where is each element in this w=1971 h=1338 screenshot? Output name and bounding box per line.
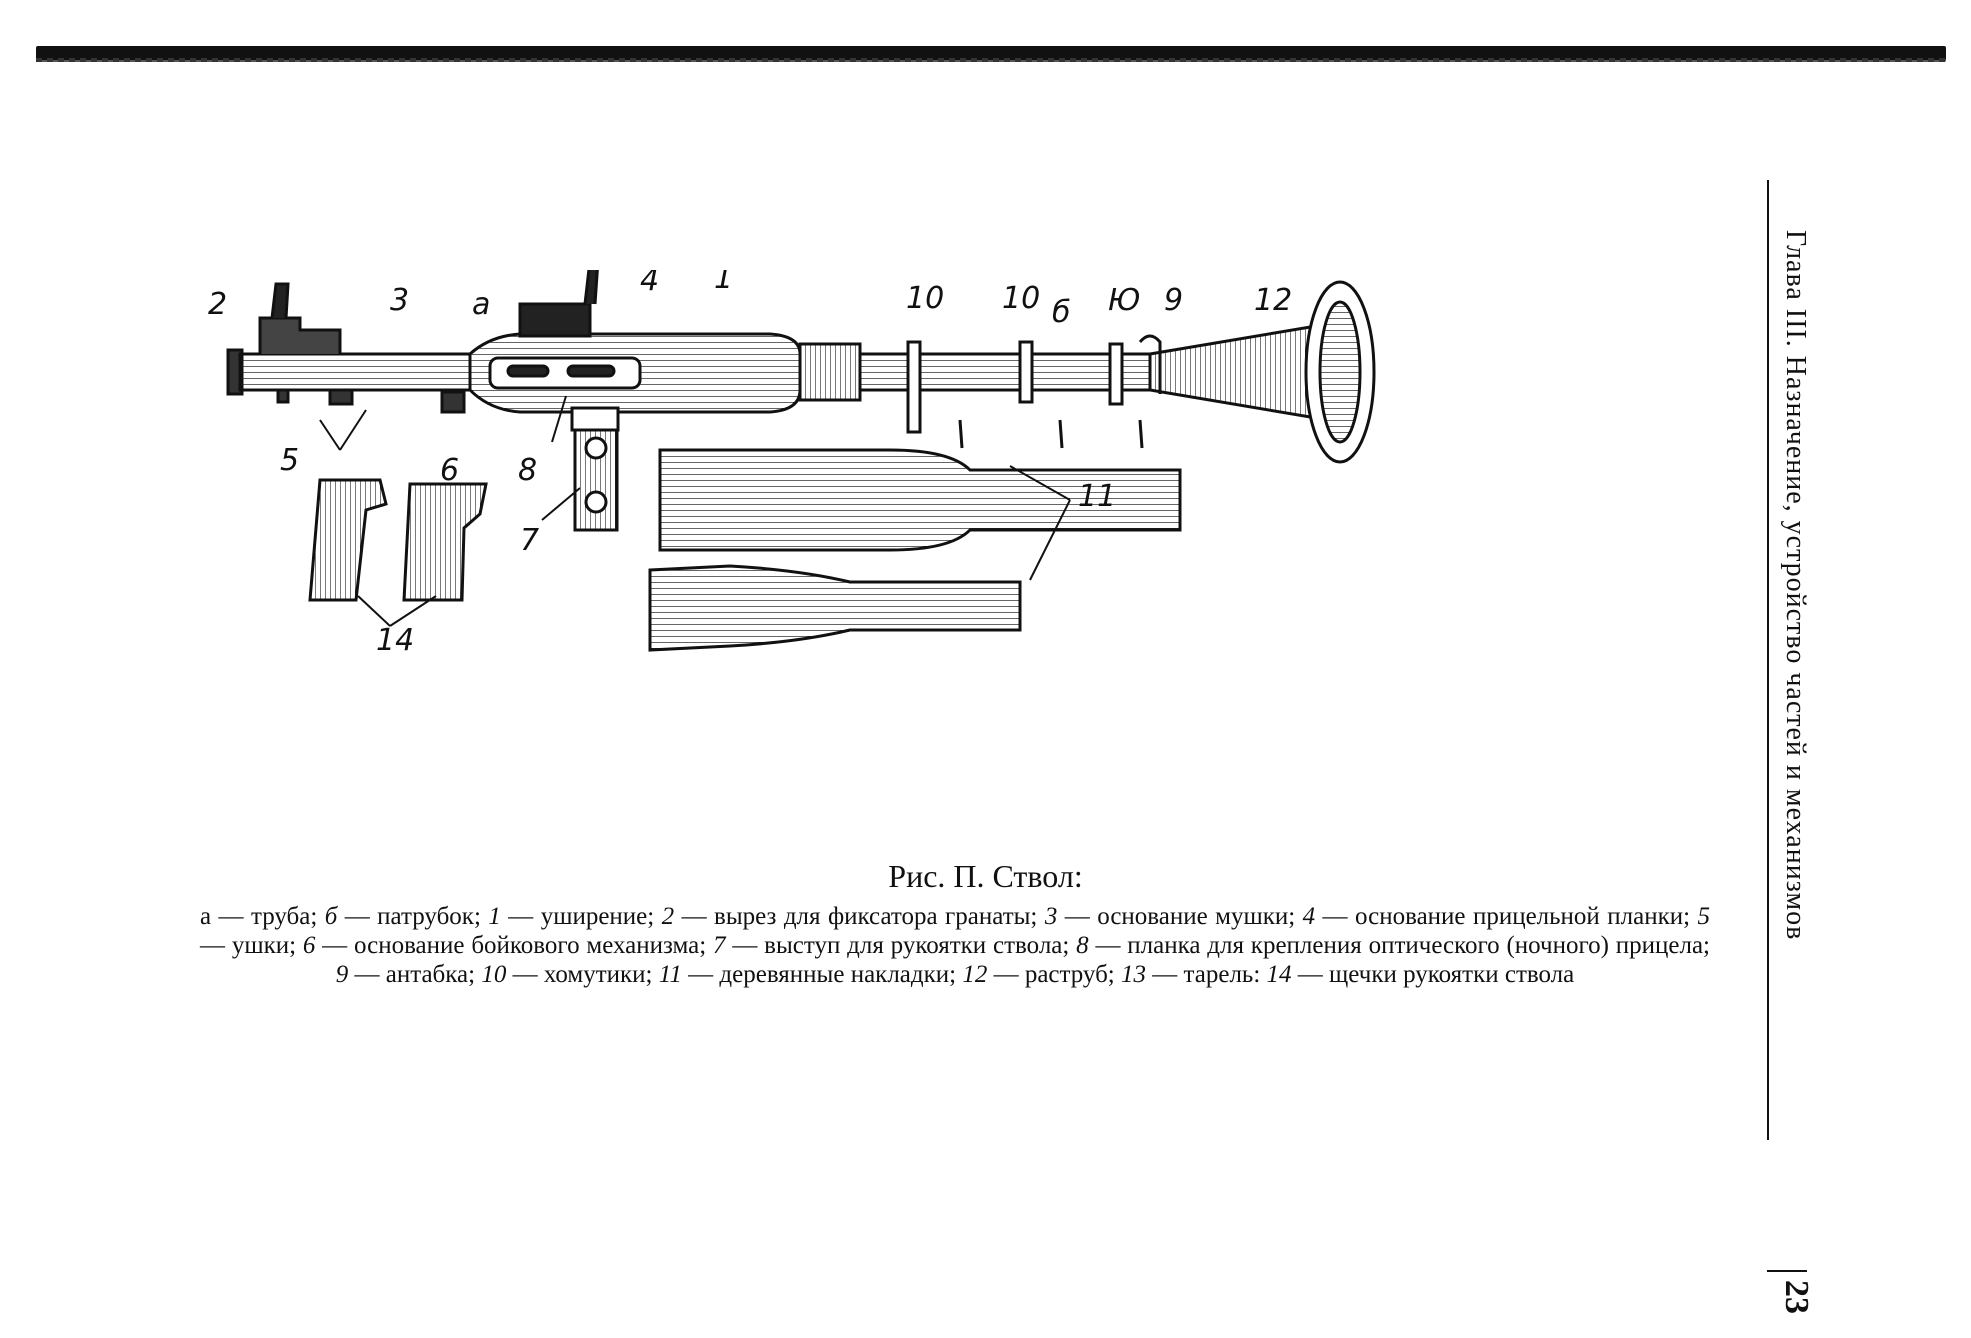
end-plate-inner <box>1318 300 1362 444</box>
clamp-1 <box>906 340 922 434</box>
legend-text: — раструб; <box>987 961 1122 988</box>
legend-text: — выступ для рукоятки ствола; <box>725 932 1077 959</box>
legend-number: 2 <box>661 903 675 930</box>
callout-4: 4 <box>640 270 659 298</box>
running-head-rule <box>1767 180 1769 1140</box>
legend-number: 4 <box>1302 903 1316 930</box>
callout-11: 11 <box>1078 479 1116 514</box>
grip-lug-top <box>570 406 620 432</box>
leader-11 <box>1009 465 1071 581</box>
barrel-assembly <box>226 258 1376 652</box>
front-sight-base <box>258 316 342 354</box>
front-sight-post <box>270 282 290 319</box>
callout-6: 6 <box>440 453 459 488</box>
barrel-illustration: 2 3 а 4 1 10 10 б Ю 9 12 13 5 6 8 7 11 1… <box>190 237 1730 840</box>
callout-10-1: 10 <box>906 281 944 316</box>
running-head: Глава III. Назначение, устройство частей… <box>1765 180 1815 1314</box>
top-border-rule <box>36 46 1946 62</box>
legend-text: — патрубок; <box>337 903 489 930</box>
callout-1: 1 <box>714 270 733 296</box>
legend-text: — ушки; <box>200 932 303 959</box>
legend-number: 11 <box>658 961 682 988</box>
callout-8: 8 <box>518 453 537 488</box>
clamp-screw-3 <box>1138 419 1144 449</box>
callout-10-2: 10 <box>1002 281 1040 316</box>
grip-lug-hole-1 <box>584 436 608 460</box>
clamp-screw-2 <box>1058 419 1064 449</box>
legend-text: — деревянные накладки; <box>681 961 963 988</box>
grip-cheek-right <box>402 482 488 602</box>
optic-rail-slot-2 <box>566 364 616 378</box>
legend-text: а — труба; <box>200 903 325 930</box>
legend-text: — основание бойкового механизма; <box>315 932 714 959</box>
legend-text: — вырез для фиксатора гранаты; <box>674 903 1045 930</box>
callout-b: б <box>1052 295 1071 330</box>
rear-sight-base <box>518 302 592 338</box>
legend-text: — основание мушки; <box>1057 903 1303 930</box>
leader-14 <box>357 595 437 627</box>
legend-number: 13 <box>1121 961 1147 988</box>
legend-number: 14 <box>1266 961 1292 988</box>
legend-text: — тарель: <box>1146 961 1267 988</box>
grip-cheek-left <box>308 478 388 602</box>
callout-labels: 2 3 а 4 1 10 10 б Ю 9 12 13 5 6 8 7 11 1… <box>208 237 1388 658</box>
optic-rail-slot-1 <box>506 364 550 378</box>
legend-text: — антабка; <box>348 961 482 988</box>
callout-a: а <box>472 287 490 322</box>
callout-2: 2 <box>208 287 227 322</box>
callout-5: 5 <box>280 443 299 478</box>
callout-9: 9 <box>1164 283 1183 318</box>
legend-number: 6 <box>302 932 316 959</box>
callout-13: 13 <box>1350 270 1388 272</box>
legend-number: б <box>324 903 338 930</box>
page-number: 23 <box>1778 1280 1815 1314</box>
branch-pipe <box>858 352 1152 392</box>
rear-collar <box>798 342 862 402</box>
leader-8 <box>551 395 567 443</box>
legend-number: 10 <box>481 961 507 988</box>
wooden-cover-upper <box>658 448 1182 552</box>
legend-number: 7 <box>713 932 726 959</box>
callout-10-3: Ю <box>1108 283 1140 318</box>
leader-5 <box>319 409 367 451</box>
legend-text: — основание прицельной планки; <box>1315 903 1698 930</box>
clamp-screw-1 <box>958 419 964 449</box>
clamp-3 <box>1108 342 1124 406</box>
front-tube <box>238 352 472 392</box>
legend-number: 3 <box>1044 903 1058 930</box>
trigger-base <box>440 390 466 414</box>
page-number-rule <box>1767 1270 1807 1272</box>
legend-number: 9 <box>335 961 349 988</box>
callout-3: 3 <box>390 283 409 318</box>
sling-swivel <box>1138 334 1162 394</box>
sling-lug-front <box>328 388 354 406</box>
legend-number: 12 <box>962 961 988 988</box>
callout-7: 7 <box>520 523 539 558</box>
wooden-cover-lower <box>648 564 1022 652</box>
grip-lug-hole-2 <box>584 490 608 514</box>
figure-caption-legend: а — труба; б — патрубок; 1 — уширение; 2… <box>200 902 1710 989</box>
figure-caption-title: Рис. П. Ствол: <box>888 858 1083 894</box>
callout-14: 14 <box>376 623 414 658</box>
legend-number: 5 <box>1697 903 1710 930</box>
clamp-2 <box>1018 340 1034 404</box>
legend-number: 8 <box>1076 932 1089 959</box>
rear-sight-leaf <box>583 258 600 305</box>
callout-12: 12 <box>1254 283 1292 318</box>
leader-7 <box>541 487 581 521</box>
sling-lug-rear <box>276 388 290 404</box>
legend-text: — щечки рукоятки ствола <box>1291 961 1575 988</box>
barrel-drawing: 2 3 а 4 1 10 10 б Ю 9 12 13 5 6 8 7 11 1… <box>208 237 1388 658</box>
legend-number: 1 <box>488 903 501 930</box>
legend-text: — хомутики; <box>506 961 659 988</box>
legend-text: — уширение; <box>500 903 662 930</box>
legend-text: — планка для крепления оптического (ночн… <box>1088 932 1710 959</box>
chapter-title: Глава III. Назначение, устройство частей… <box>1780 230 1811 941</box>
